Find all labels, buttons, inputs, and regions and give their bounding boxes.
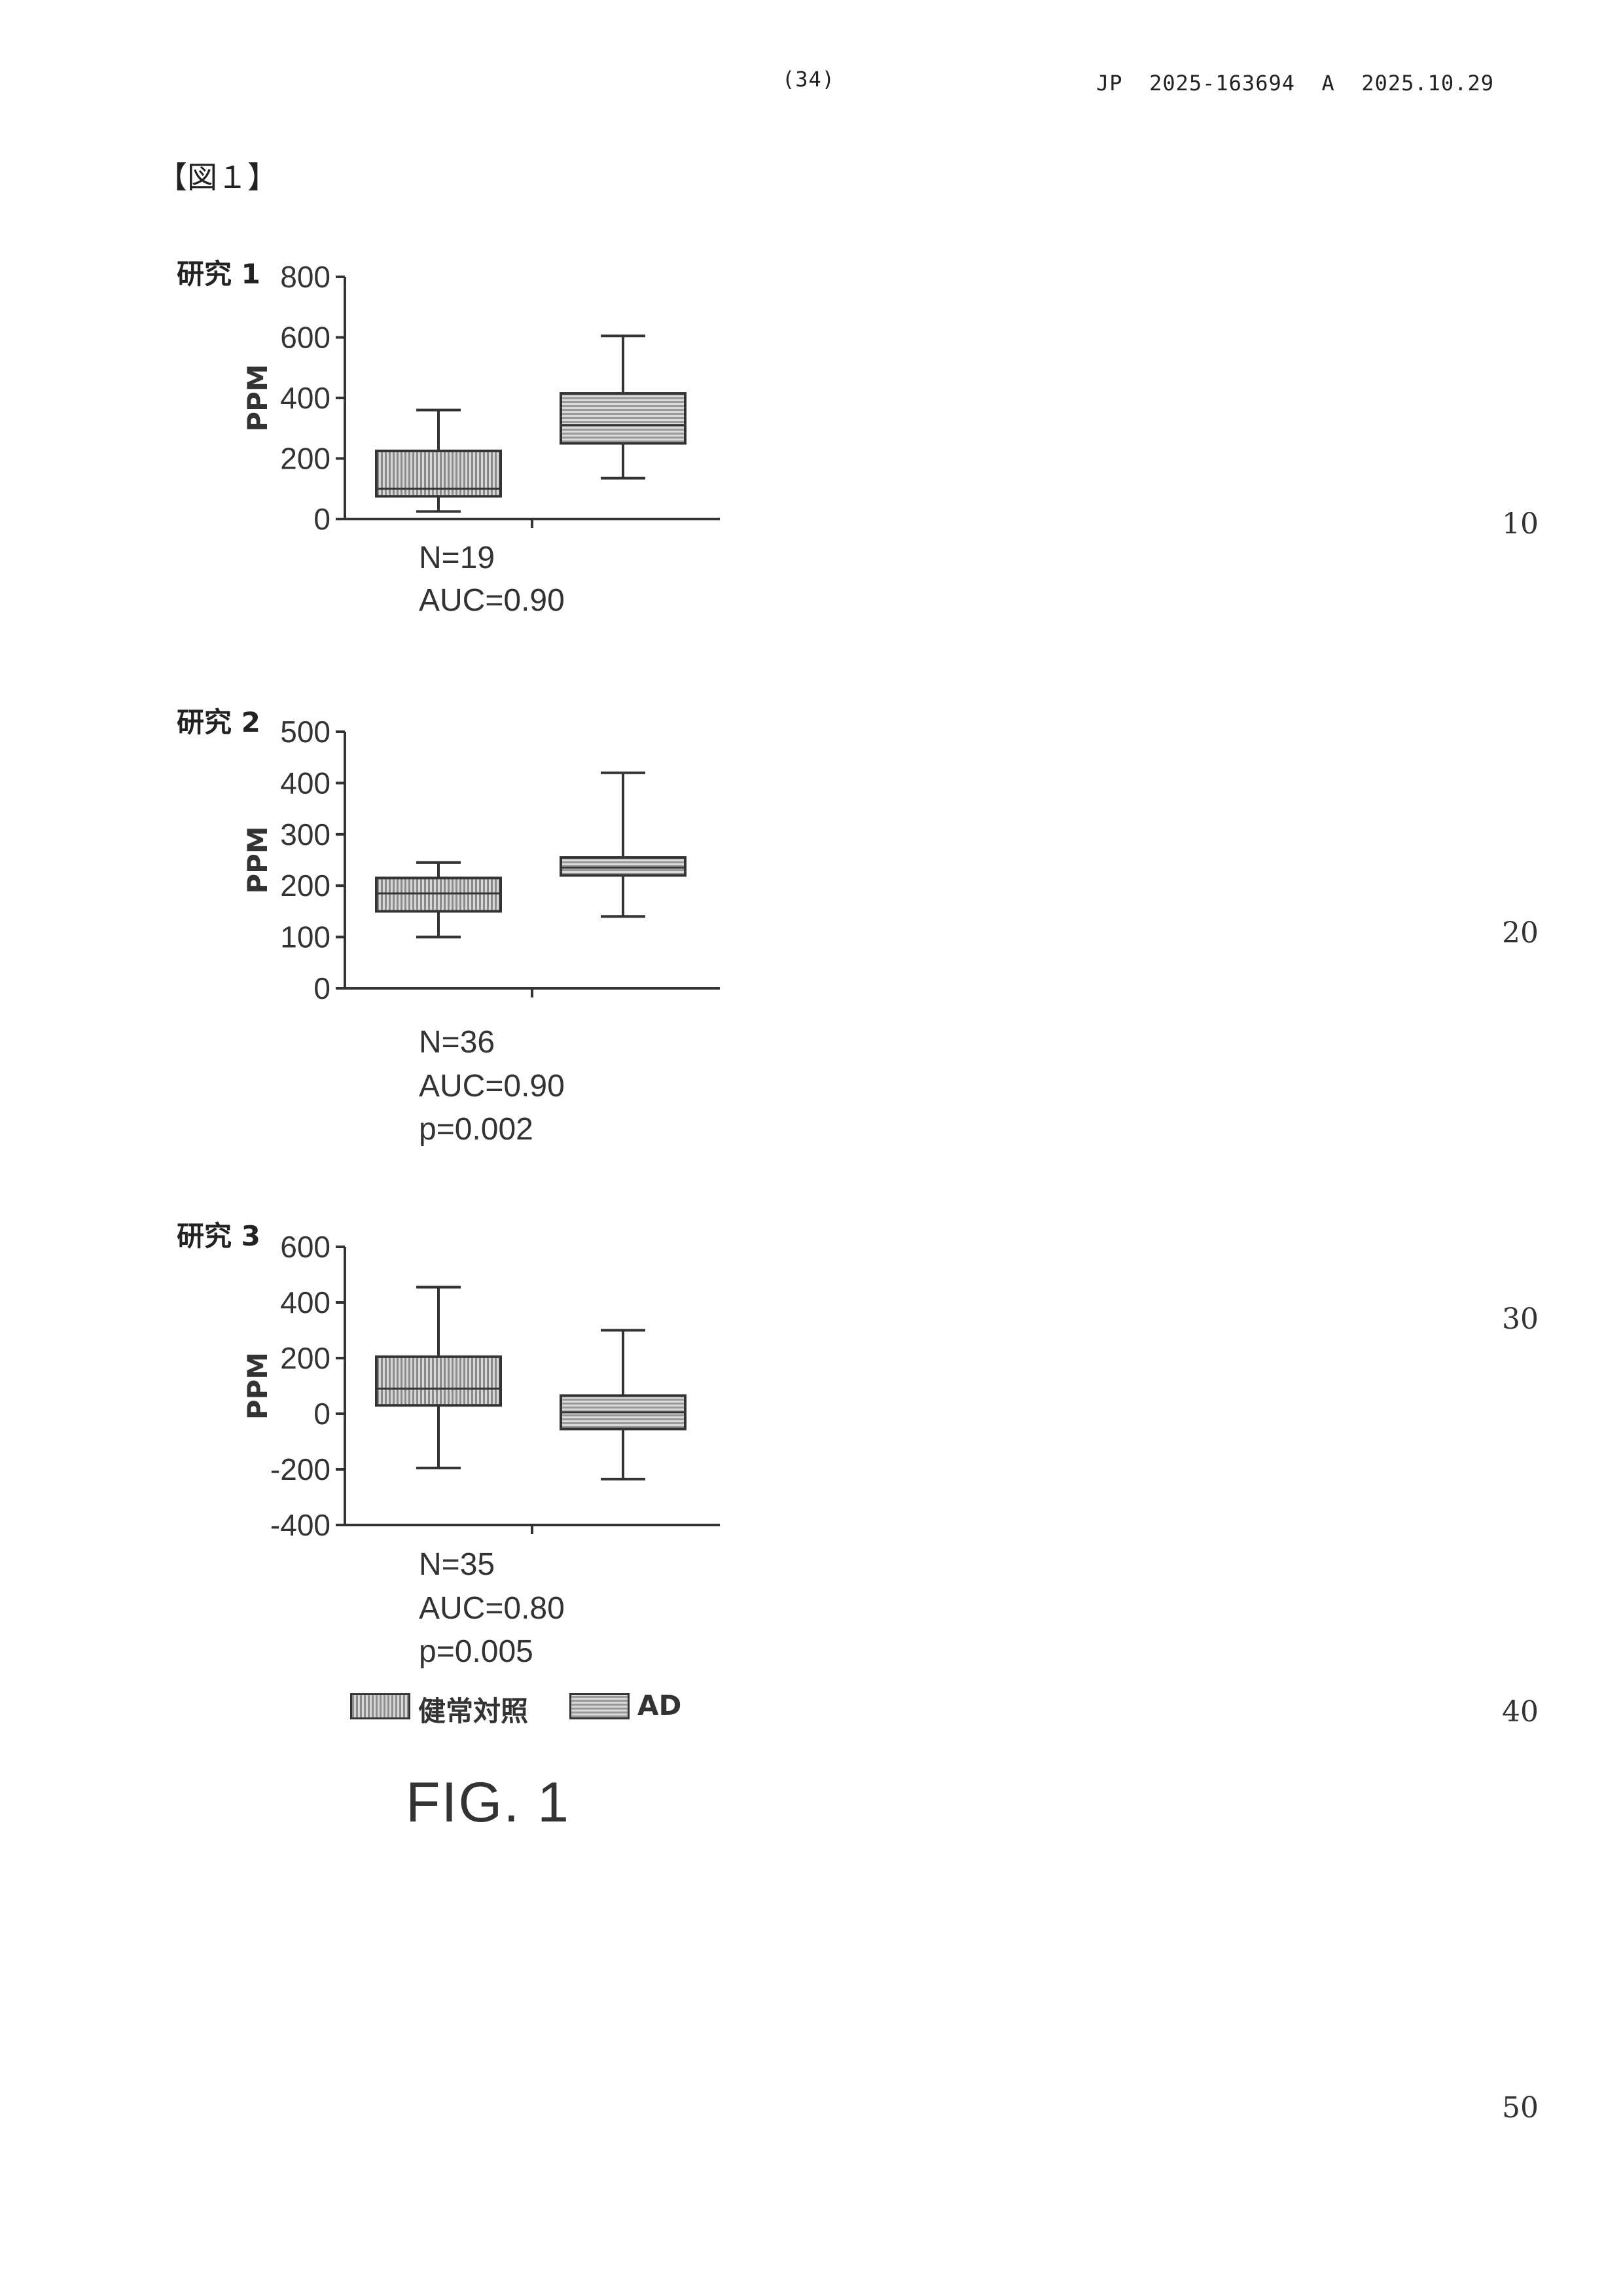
y-tick-label: 400 [280,381,330,415]
margin-number-20: 20 [1502,916,1539,950]
y-axis-label: PPM [241,1352,274,1420]
iqr-box [376,878,501,911]
legend-label-ad: AD [637,1689,681,1721]
margin-number-40: 40 [1502,1695,1539,1729]
y-tick-label: 100 [280,920,330,954]
box-control [376,410,501,512]
legend-swatch-ad [569,1693,630,1719]
box-ad [561,1331,685,1479]
chart-panel-study-1: 研究 1 0200400600800PPM N=19 AUC=0.90 [157,252,746,625]
y-axis-label: PPM [241,826,274,893]
iqr-box [376,1357,501,1405]
box-control [376,863,501,937]
stat-auc: AUC=0.90 [419,583,565,619]
iqr-box [561,393,685,443]
figure-caption: FIG. 1 [406,1770,570,1835]
figure-label: 【図１】 [157,154,277,197]
legend-label-control: 健常対照 [418,1689,528,1729]
box-ad [561,336,685,478]
y-tick-label: 200 [280,1341,330,1375]
publication-info: JP 2025-163694 A 2025.10.29 [1096,71,1494,96]
box-control [376,1287,501,1468]
y-tick-label: 600 [280,321,330,355]
y-tick-label: 0 [313,1397,330,1431]
box-plot: -400 -200 0 200 400 600PPM [157,1214,746,1541]
legend-swatch-control [350,1693,410,1719]
y-tick-label: 200 [280,442,330,476]
y-tick-label: -200 [270,1452,330,1486]
chart-panel-study-3: 研究 3 -400-2000200400600PPM N=35 AUC=0.80… [157,1214,746,1672]
chart-panel-study-2: 研究 2 0100200300400500PPM N=36 AUC=0.90 p… [157,700,746,1158]
stat-auc: AUC=0.80 [419,1590,565,1626]
stat-auc: AUC=0.90 [419,1068,565,1104]
y-tick-label: 400 [280,766,330,800]
y-tick-label: -400 [270,1508,330,1542]
y-tick-label: 0 [313,971,330,1005]
y-tick-label: 500 [280,715,330,749]
y-tick-label: 300 [280,817,330,852]
stat-p: p=0.005 [419,1634,533,1670]
iqr-box [561,857,685,875]
box-ad [561,773,685,917]
stat-n: N=19 [419,540,495,576]
stat-n: N=35 [419,1547,495,1583]
y-tick-label: 800 [280,260,330,294]
box-plot: 0 200 400 600 800PPM [157,252,746,533]
y-axis-label: PPM [241,364,274,431]
stat-p: p=0.002 [419,1111,533,1147]
box-plot: 0100200300400500PPM [157,700,746,1001]
y-tick-label: 600 [280,1230,330,1264]
margin-number-30: 30 [1502,1302,1539,1336]
stat-n: N=36 [419,1024,495,1060]
y-tick-label: 400 [280,1285,330,1319]
y-tick-label: 0 [313,502,330,536]
margin-number-10: 10 [1502,507,1539,541]
margin-number-50: 50 [1502,2091,1539,2125]
y-tick-label: 200 [280,869,330,903]
page-number: (34) [782,67,835,92]
